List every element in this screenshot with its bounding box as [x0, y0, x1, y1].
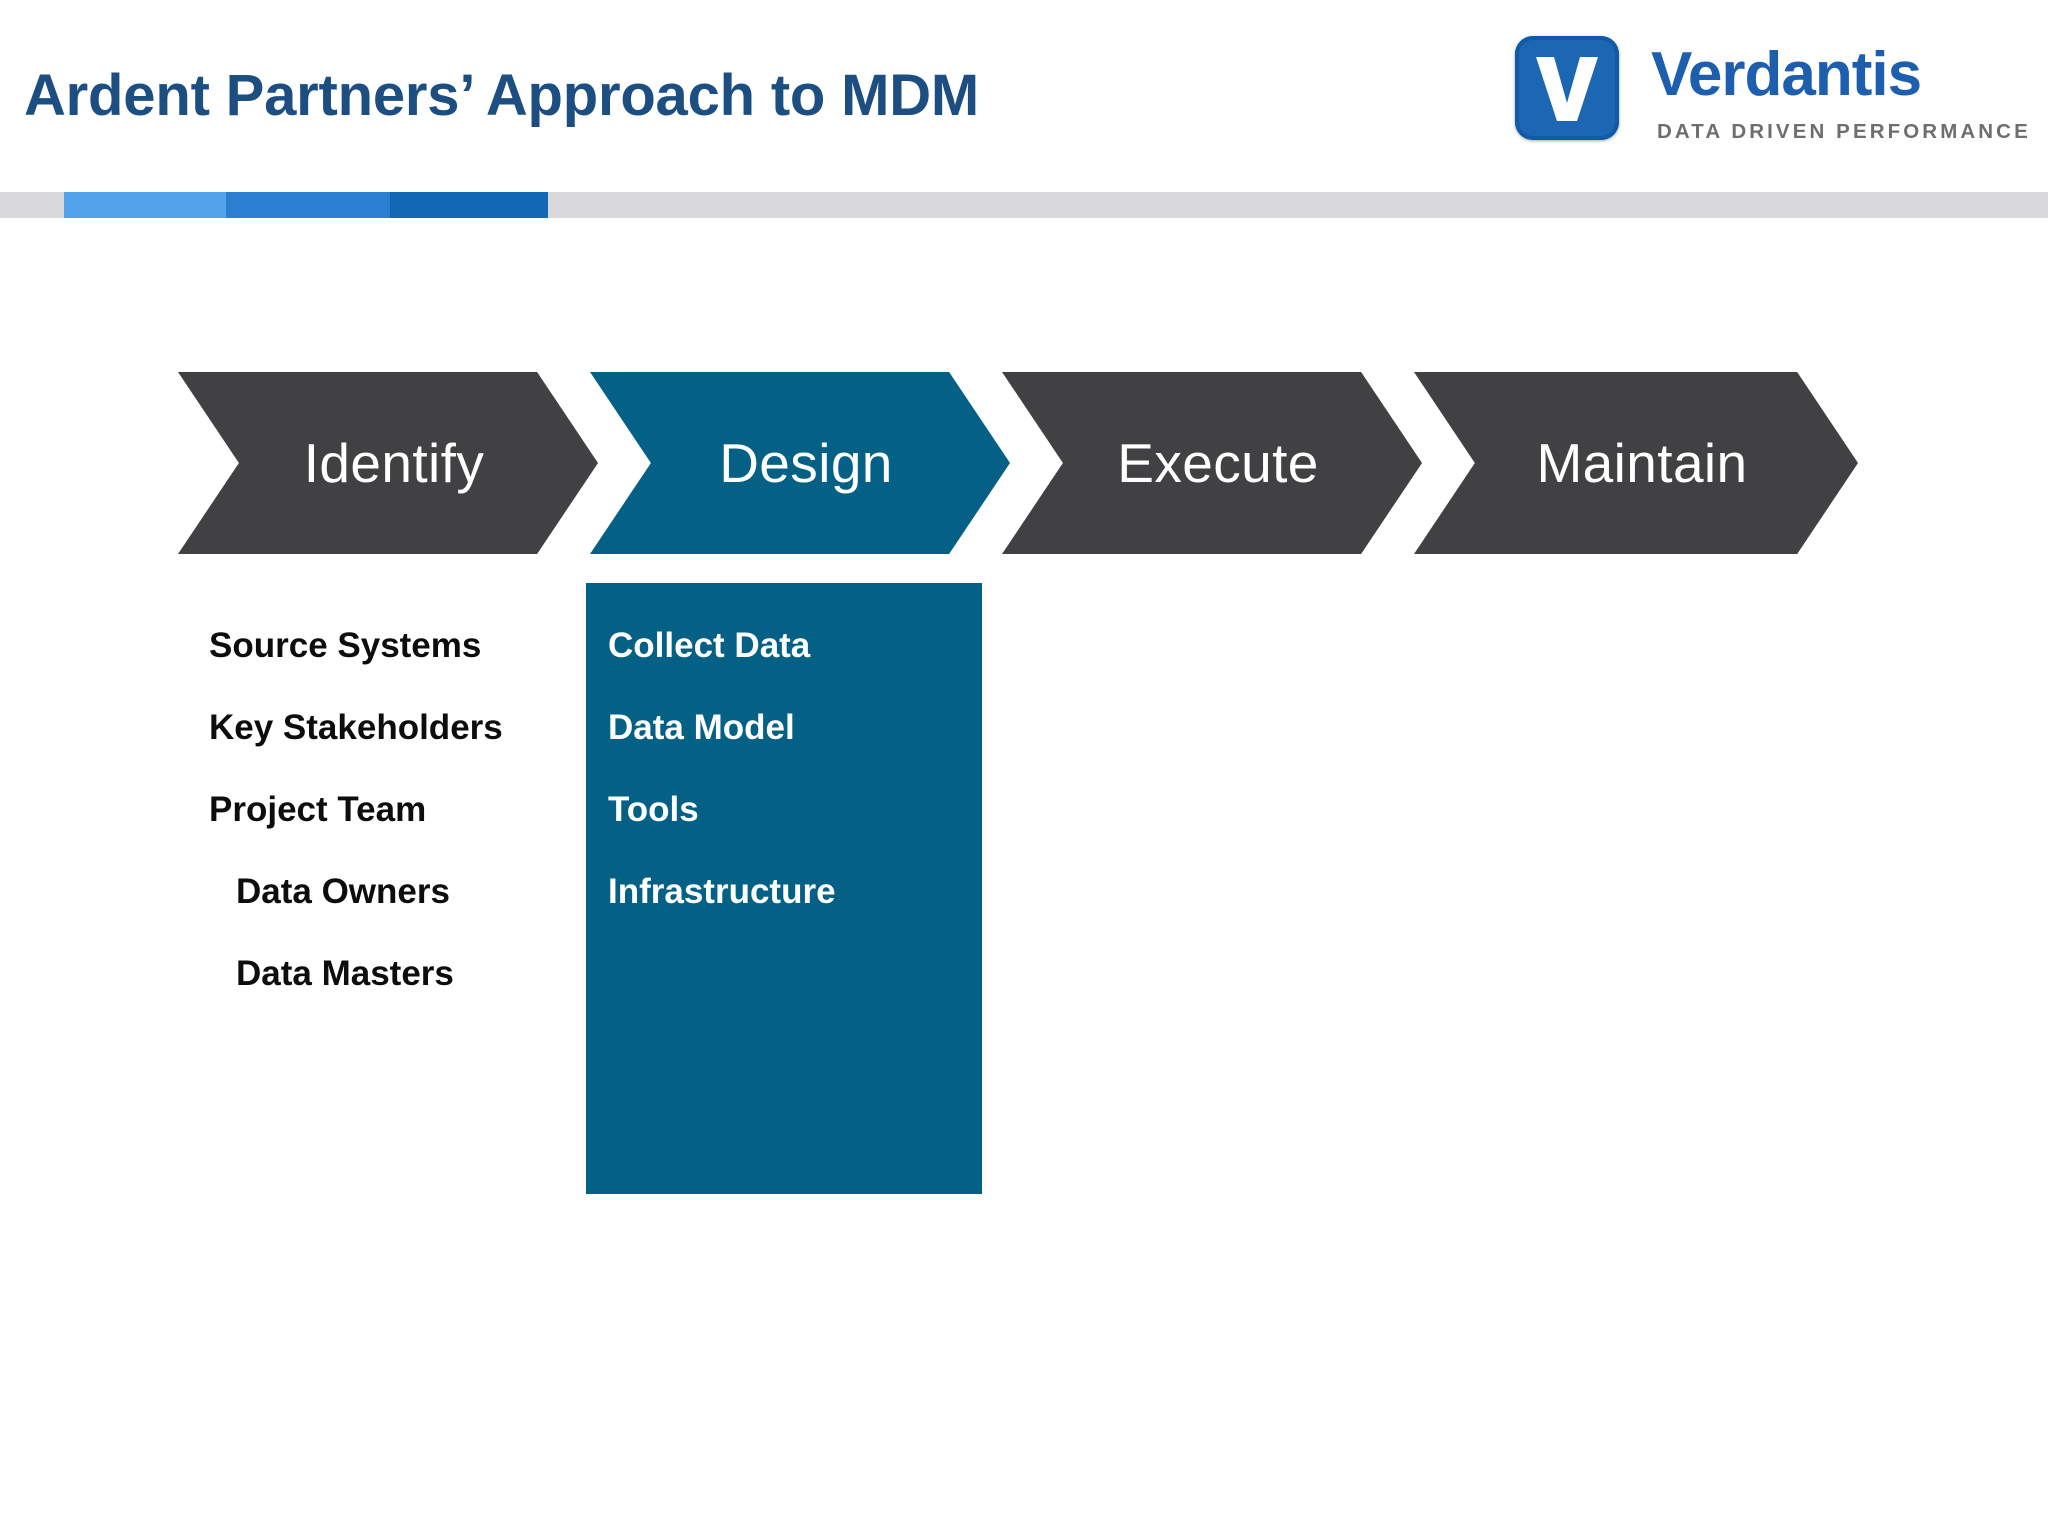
process-stage-design[interactable]: Design — [590, 372, 1010, 554]
process-stage-execute[interactable]: Execute — [1002, 372, 1422, 554]
process-stage-maintain[interactable]: Maintain — [1414, 372, 1858, 554]
slide-header: Ardent Partners’ Approach to MDM Verdant… — [0, 0, 2048, 192]
accent-segment-dark-blue — [390, 192, 548, 218]
list-item: Data Owners — [236, 871, 450, 911]
process-stage-label: Identify — [303, 431, 485, 494]
list-item: Key Stakeholders — [209, 707, 503, 747]
accent-bar — [0, 192, 2048, 218]
list-item: Data Masters — [236, 953, 454, 993]
logo-tagline: DATA DRIVEN PERFORMANCE — [1657, 120, 2031, 143]
logo-wordmark: Verdantis — [1651, 40, 1922, 109]
identify-detail-list: Source Systems Key Stakeholders Project … — [0, 604, 580, 1014]
process-stage-identify[interactable]: Identify — [178, 372, 598, 554]
accent-segment-light-blue — [64, 192, 226, 218]
accent-segment-mid-blue — [226, 192, 390, 218]
list-item: Source Systems — [209, 625, 482, 665]
process-stage-label: Maintain — [1536, 431, 1748, 494]
verdantis-v-mark-icon — [1515, 36, 1619, 140]
design-detail-panel: Collect Data Data Model Tools Infrastruc… — [586, 583, 982, 1194]
process-stage-label: Design — [719, 431, 893, 494]
list-item: Infrastructure — [608, 871, 836, 911]
process-stage-label: Execute — [1117, 431, 1319, 494]
page-title: Ardent Partners’ Approach to MDM — [24, 63, 979, 128]
process-chevron-row: Identify Design Execute Maintain — [0, 372, 2048, 554]
list-item: Collect Data — [608, 625, 811, 665]
list-item: Project Team — [209, 789, 427, 829]
list-item: Tools — [608, 789, 699, 829]
list-item: Data Model — [608, 707, 795, 747]
verdantis-logo: Verdantis DATA DRIVEN PERFORMANCE — [1515, 32, 2028, 154]
design-detail-list: Collect Data Data Model Tools Infrastruc… — [586, 604, 982, 932]
